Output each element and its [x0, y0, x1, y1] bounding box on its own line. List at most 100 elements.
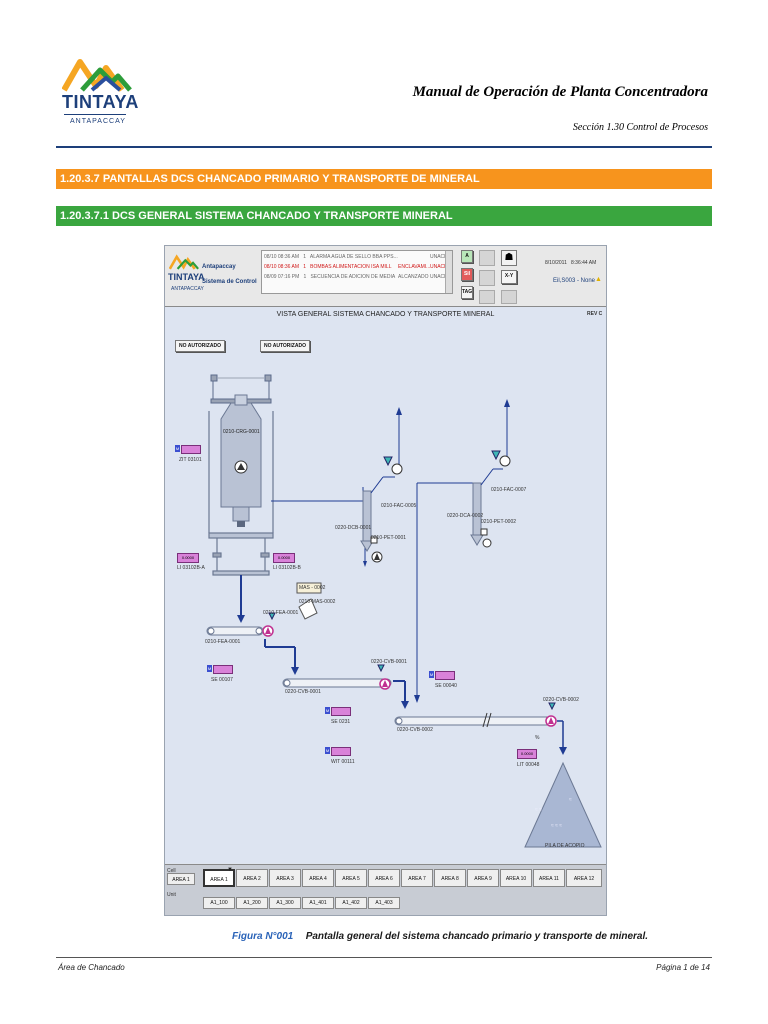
svg-text:≈ ≈: ≈ ≈: [535, 807, 542, 813]
toolbar-slot[interactable]: [479, 290, 495, 304]
cvb3-tag: 0220-CVB-0002: [543, 697, 579, 703]
stockpile-label: PILA DE ACOPIO: [545, 843, 585, 849]
toolbar-slot[interactable]: [479, 270, 495, 286]
area-tab[interactable]: AREA 4: [302, 869, 334, 887]
li-a-tag: LI 03102B-A: [177, 565, 205, 571]
mas-tag: 0210-MAS-0002: [299, 599, 336, 605]
dcb-tag: 0220-DCB-0001: [335, 525, 372, 531]
logo-name: TINTAYA: [62, 92, 139, 112]
alarm-ack: UNACK: [430, 264, 448, 270]
footer-rule: [56, 957, 712, 958]
dcs-date: 8/10/2011: [545, 260, 567, 266]
rev-label: REV C: [587, 311, 603, 317]
cvb1-tag: 0220-CVB-0001: [371, 659, 407, 665]
stockpile: [524, 761, 602, 848]
area-tab[interactable]: AREA 3: [269, 869, 301, 887]
figure-text: Pantalla general del sistema chancado pr…: [305, 931, 649, 942]
crusher-frame: [208, 411, 274, 576]
alarm-priority: 1: [303, 274, 307, 280]
crusher-tag: 0210-CRG-0001: [223, 429, 260, 435]
warning-icon: ▲: [595, 276, 602, 283]
section-heading-2: 1.20.3.7.1 DCS GENERAL SISTEMA CHANCADO …: [56, 206, 712, 226]
not-authorized-button[interactable]: NO AUTORIZADO: [175, 340, 225, 352]
tag-button[interactable]: TAG: [461, 286, 473, 299]
se3-tag: SE 00040: [435, 683, 457, 689]
mode-indicator[interactable]: M: [429, 671, 434, 678]
pet2-tag: 0210-PET-0002: [481, 519, 517, 525]
figure-number: Figura N°001: [232, 931, 294, 942]
area-selector[interactable]: AREA 1: [167, 873, 195, 885]
mountain-logo-icon: [62, 59, 132, 92]
area-tab[interactable]: AREA 11: [533, 869, 565, 887]
tag-value-box[interactable]: [213, 665, 233, 674]
mode-indicator[interactable]: M: [325, 747, 330, 754]
area-tab[interactable]: AREA 8: [434, 869, 466, 887]
tag-value-box[interactable]: [331, 747, 351, 756]
dcs-screenshot: TINTAYA ANTAPACCAY Antapaccay Sistema de…: [164, 245, 607, 916]
area-tab[interactable]: AREA 5: [335, 869, 367, 887]
zit-tag: ZIT 03101: [179, 457, 202, 463]
tag-value-box[interactable]: [435, 671, 455, 680]
toolbar-slot[interactable]: [479, 250, 495, 266]
alarm-state: ALCANZADO: [398, 274, 429, 280]
area-tab[interactable]: AREA 12: [566, 869, 602, 887]
alarm-row[interactable]: 08/10 08:36 AM 1 ALARMA AGUA DE SELLO BB…: [264, 253, 398, 261]
dust-collector-2: [472, 482, 482, 536]
area-tab[interactable]: AREA 10: [500, 869, 532, 887]
alarm-time: 08/09 07:16 PM: [264, 274, 300, 280]
area-tab[interactable]: AREA 9: [467, 869, 499, 887]
li-a-value[interactable]: 0.0000: [177, 553, 199, 563]
area-tab[interactable]: AREA 7: [401, 869, 433, 887]
alarm-description: BOMBAS ALIMENTACION ISA MILL: [310, 264, 392, 270]
tag-value-box[interactable]: [331, 707, 351, 716]
li-b-value[interactable]: 0.0000: [273, 553, 295, 563]
li-b-tag: LI 03102B-B: [273, 565, 301, 571]
alarm-scrollbar[interactable]: [445, 251, 452, 293]
dca-tag: 0220-DCA-0002: [447, 513, 484, 519]
area-tab[interactable]: AREA 1: [203, 869, 235, 887]
unit-tab[interactable]: A1_200: [236, 897, 268, 909]
manual-title: Manual de Operación de Planta Concentrad…: [412, 84, 708, 100]
mode-indicator[interactable]: M: [175, 445, 180, 452]
not-authorized-button[interactable]: NO AUTORIZADO: [260, 340, 310, 352]
unit-tab[interactable]: A1_403: [368, 897, 400, 909]
dcs-logo-name: TINTAYA: [168, 272, 205, 282]
screen-title: VISTA GENERAL SISTEMA CHANCADO Y TRANSPO…: [276, 311, 495, 318]
mode-indicator[interactable]: M: [207, 665, 212, 672]
mountain-logo-icon: [169, 254, 199, 270]
xy-button[interactable]: X-Y: [501, 270, 517, 284]
pet1-tag: 0210-PET-0001: [371, 535, 407, 541]
operator-icon[interactable]: ☗: [501, 250, 517, 266]
tag-value-box[interactable]: [181, 445, 201, 454]
alarm-row[interactable]: 08/10 08:36 AM 1 BOMBAS ALIMENTACION ISA…: [264, 263, 391, 271]
fan-1-icon: [391, 463, 403, 475]
section-heading-1: 1.20.3.7 PANTALLAS DCS CHANCADO PRIMARIO…: [56, 169, 712, 189]
cvb1-conveyor-tag: 0220-CVB-0001: [285, 689, 321, 695]
fea-conveyor-tag: 0210-FEA-0001: [205, 639, 241, 645]
mas-box-label: MAS - 0002: [299, 585, 326, 591]
toolbar-slot[interactable]: [501, 290, 517, 304]
area-tab[interactable]: AREA 2: [236, 869, 268, 887]
alarm-row[interactable]: 08/09 07:16 PM 1 SECUENCIA DE ADICION DE…: [264, 273, 395, 281]
alarm-ack: UNACK: [430, 254, 448, 260]
crusher-body: [220, 394, 262, 527]
mode-indicator[interactable]: M: [325, 707, 330, 714]
conveyor-cvb-0001: [282, 664, 392, 690]
unit-tab[interactable]: A1_402: [335, 897, 367, 909]
lit-value[interactable]: 0.0000: [517, 749, 537, 759]
conveyor-cvb-0002: [394, 702, 557, 728]
dropdown-arrow-icon[interactable]: ▼: [227, 867, 233, 873]
alarm-time: 08/10 08:36 AM: [264, 264, 300, 270]
unit-tab[interactable]: A1_401: [302, 897, 334, 909]
fac1-tag: 0210-FAC-0005: [381, 503, 417, 509]
unit-tab[interactable]: A1_300: [269, 897, 301, 909]
svg-text:≈ ≈ ≈: ≈ ≈ ≈: [551, 823, 562, 829]
mas-box: [296, 582, 322, 594]
ack-button[interactable]: A: [461, 250, 473, 263]
silence-button[interactable]: Sil: [461, 268, 473, 281]
dust-collector-1: [362, 490, 372, 542]
area-tab[interactable]: AREA 6: [368, 869, 400, 887]
footer-right: Página 1 de 14: [656, 963, 710, 972]
alarm-list[interactable]: 08/10 08:36 AM 1 ALARMA AGUA DE SELLO BB…: [261, 250, 453, 294]
unit-tab[interactable]: A1_100: [203, 897, 235, 909]
